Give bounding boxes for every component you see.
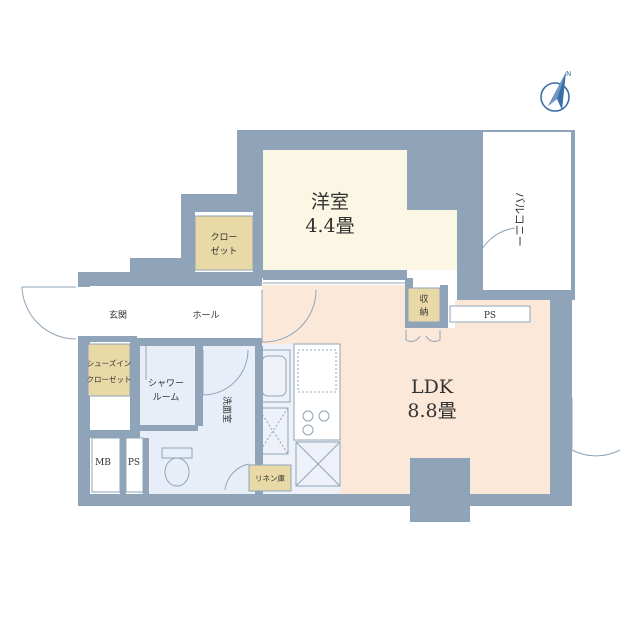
balcony-label: バルコニー bbox=[513, 192, 526, 247]
ps-top-label: PS bbox=[484, 311, 496, 321]
western-room-floor bbox=[253, 150, 407, 270]
compass-north-label: N bbox=[566, 70, 571, 78]
shoe-closet-floor bbox=[87, 343, 131, 397]
ps-bottom-label: PS bbox=[128, 458, 140, 468]
closet-label-line2: ゼット bbox=[210, 245, 237, 257]
entrance-label: 玄関 bbox=[109, 309, 127, 321]
walls bbox=[78, 130, 575, 522]
compass-icon: N bbox=[540, 70, 571, 112]
shoe-closet-label-line1: シューズイン bbox=[87, 358, 132, 368]
western-room-name: 洋室 bbox=[311, 191, 349, 213]
linen-label: リネン庫 bbox=[255, 473, 285, 483]
western-room-floor-ext bbox=[407, 210, 457, 270]
fixtures bbox=[91, 212, 562, 493]
ldk-size: 8.8畳 bbox=[407, 400, 456, 422]
washroom-label: 洗面室 bbox=[221, 396, 233, 423]
hall-label: ホール bbox=[192, 310, 219, 321]
shoe-closet-label-line2: クローゼット bbox=[87, 374, 132, 384]
ldk-name: LDK bbox=[411, 376, 454, 398]
linen-floor bbox=[248, 464, 292, 492]
mb-label: MB bbox=[95, 458, 111, 468]
doors bbox=[21, 218, 621, 491]
storage-label-line1: 収 bbox=[419, 293, 428, 305]
closet-floor bbox=[194, 215, 254, 271]
shower-label-line1: シャワー bbox=[148, 379, 184, 389]
shower-label-line2: ルーム bbox=[153, 392, 180, 403]
storage-floor bbox=[407, 287, 441, 323]
storage-label-line2: 納 bbox=[419, 306, 428, 318]
closet-label-line1: クロー bbox=[210, 232, 237, 243]
western-room-size: 4.4畳 bbox=[305, 215, 354, 237]
